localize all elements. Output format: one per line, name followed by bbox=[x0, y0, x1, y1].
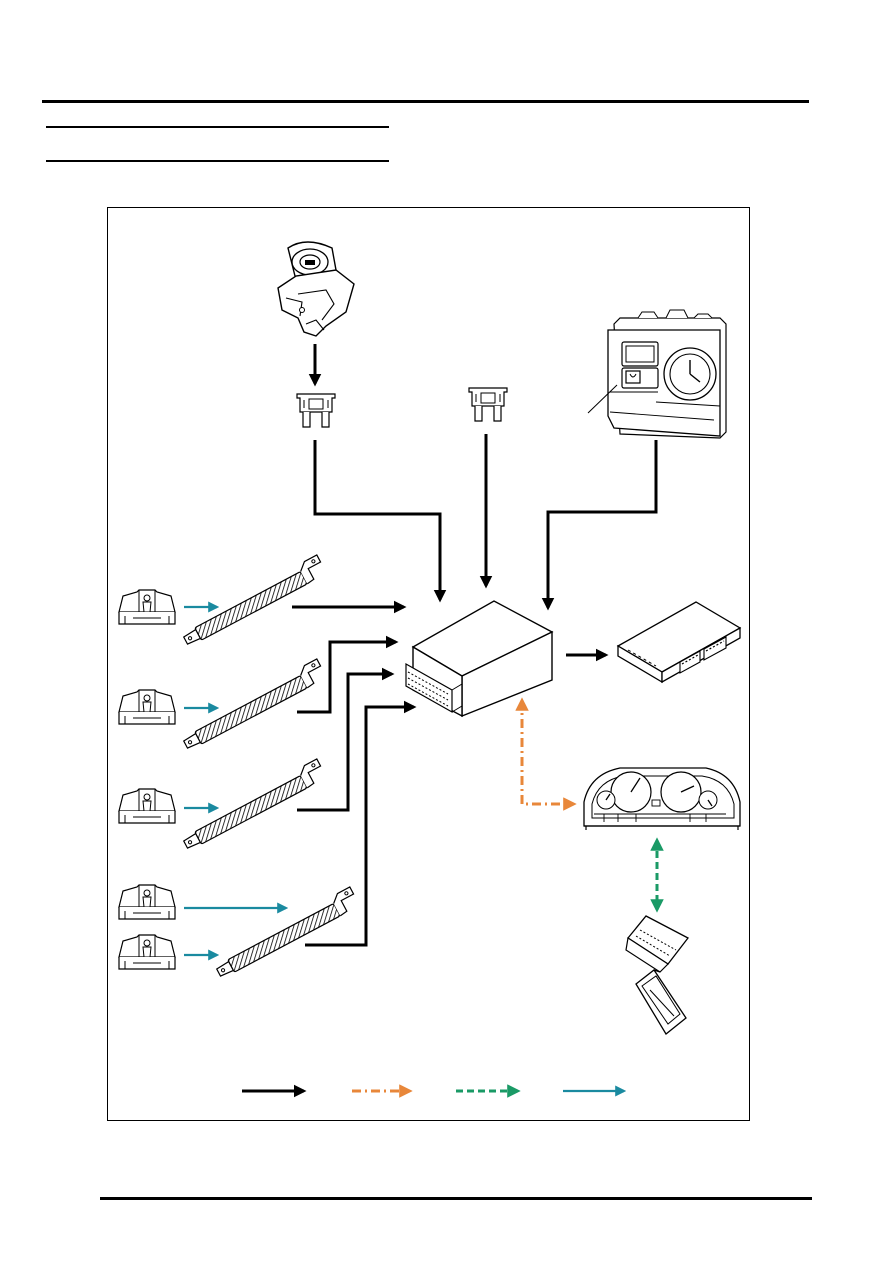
instrument-cluster-icon bbox=[583, 767, 741, 830]
switch-leader-line bbox=[587, 384, 618, 414]
header-rule-main bbox=[42, 100, 809, 103]
tyre-pressure-sensor-icon bbox=[118, 689, 176, 725]
footer-rule bbox=[100, 1197, 812, 1200]
fuse-icon bbox=[468, 387, 508, 422]
tyre-pressure-sensor-icon bbox=[118, 884, 176, 920]
switch-to-ecu-wire bbox=[541, 440, 658, 611]
antenna3-to-ecu-wire bbox=[297, 667, 395, 812]
fuse-icon bbox=[296, 393, 336, 428]
diagram-frame bbox=[107, 207, 750, 1121]
antenna-icon bbox=[178, 554, 328, 648]
ecu-instrument-can-bus bbox=[515, 697, 577, 811]
module-icon bbox=[616, 601, 742, 684]
hardwired-connections bbox=[292, 344, 658, 947]
antenna-icon bbox=[178, 758, 328, 852]
switch-panel-icon bbox=[607, 309, 727, 439]
header-rule-sub-1 bbox=[46, 126, 389, 128]
ecu-box-icon bbox=[405, 600, 554, 718]
antenna2-to-ecu-wire bbox=[297, 635, 399, 714]
antenna-icon bbox=[178, 658, 328, 752]
tyre-pressure-sensor-icon bbox=[118, 788, 176, 824]
header-rule-sub-2 bbox=[46, 160, 389, 162]
tyre-pressure-sensor-icon bbox=[118, 934, 176, 970]
antenna4-to-ecu-wire bbox=[305, 700, 417, 947]
fuse1-to-ecu-wire bbox=[313, 440, 447, 603]
diagnostic-connector-icon bbox=[625, 915, 689, 1035]
ignition-switch-icon bbox=[277, 241, 355, 337]
tyre-pressure-sensor-icon bbox=[118, 589, 176, 625]
antenna-icon bbox=[211, 886, 361, 980]
rf-transmission-arrows bbox=[184, 601, 289, 961]
